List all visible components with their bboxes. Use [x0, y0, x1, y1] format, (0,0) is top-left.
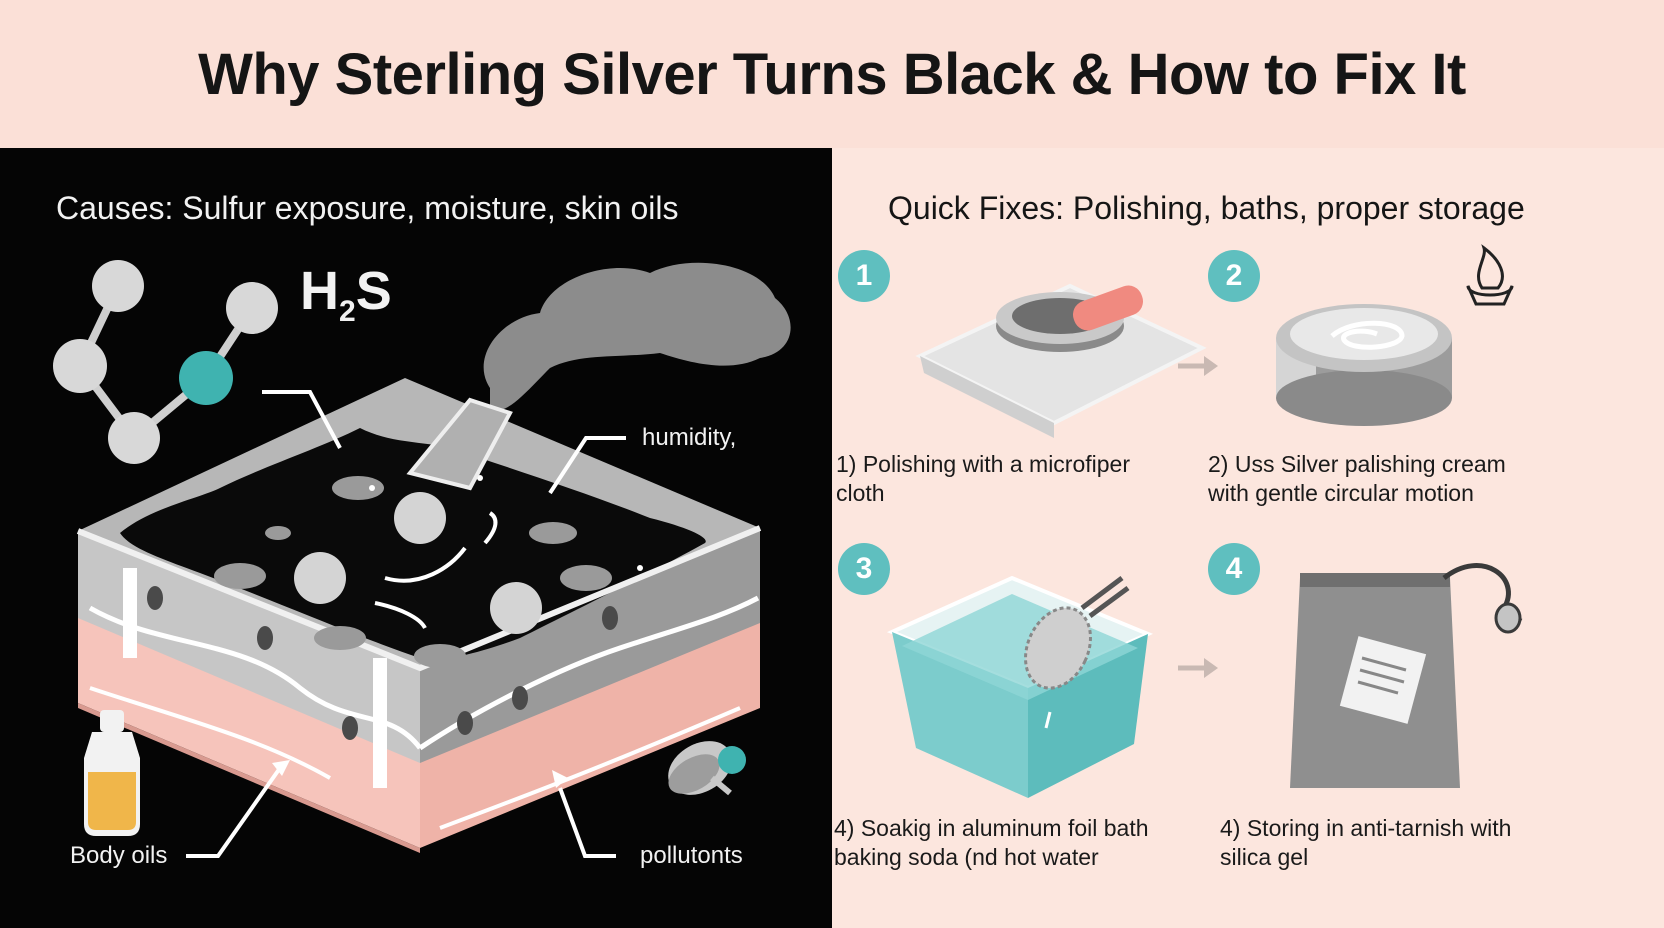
step-number-badge: 1 [838, 250, 890, 302]
title-banner: Why Sterling Silver Turns Black & How to… [0, 0, 1664, 148]
arrow-right-icon [1178, 356, 1218, 376]
step-1-text: 1) Polishing with a microfiper cloth [836, 451, 1131, 506]
pollutant-icon [668, 741, 746, 796]
step-number-badge: 3 [838, 543, 890, 595]
step-number-badge: 2 [1208, 250, 1260, 302]
causes-heading: Causes: Sulfur exposure, moisture, skin … [56, 190, 679, 226]
smoke-icon [483, 262, 791, 411]
storage-bag-icon [1290, 563, 1523, 788]
fixes-heading: Quick Fixes: Polishing, baths, proper st… [888, 190, 1525, 226]
arrow-right-icon [1178, 658, 1218, 678]
h2s-label: H2S [300, 261, 392, 328]
molecule-icon [53, 260, 278, 464]
foil-bath-icon [886, 575, 1154, 798]
oil-bottle-icon [84, 710, 140, 836]
step-3-text: 4) Soakig in aluminum foil bath baking s… [834, 815, 1149, 870]
step-4-text: 4) Storing in anti-tarnish with silica g… [1220, 815, 1512, 870]
page-title: Why Sterling Silver Turns Black & How to… [198, 41, 1466, 107]
pollutants-label: pollutonts [640, 842, 743, 869]
step-2-text: 2) Uss Silver palishing cream with gentl… [1208, 451, 1506, 506]
polish-jar-icon [1276, 304, 1452, 426]
fix-steps-illustrations [886, 244, 1523, 798]
tarnish-cross-section-illustration [53, 260, 791, 858]
causes-panel: Causes: Sulfur exposure, moisture, skin … [0, 148, 832, 928]
microfiber-cloth-icon [915, 283, 1207, 438]
flame-icon [1466, 244, 1514, 306]
body-oils-label: Body oils [70, 842, 168, 869]
step-number-badge: 4 [1208, 543, 1260, 595]
fixes-panel: Quick Fixes: Polishing, baths, proper st… [832, 148, 1664, 928]
humidity-label: humidity, [642, 424, 737, 451]
